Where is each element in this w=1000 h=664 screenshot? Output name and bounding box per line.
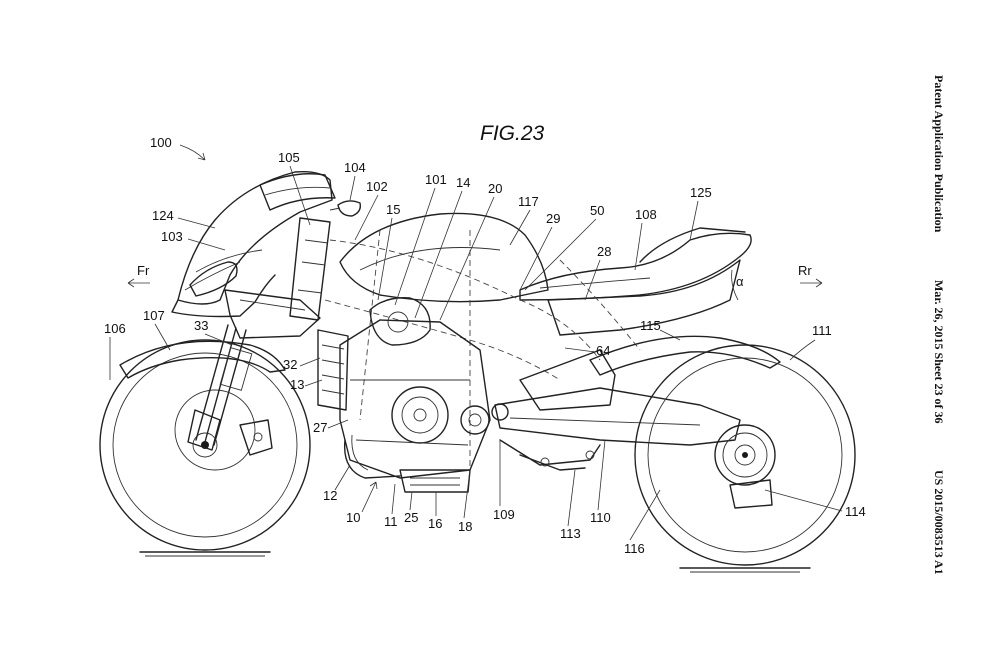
- swing-arm: [491, 349, 741, 446]
- main-frame: [324, 229, 641, 470]
- front-fairing: [171, 170, 336, 339]
- ref-20: 20: [488, 181, 502, 196]
- ref-101: 101: [425, 172, 447, 187]
- ref-104: 104: [344, 160, 366, 175]
- ref-16: 16: [428, 516, 442, 531]
- rear-wheel: [634, 344, 856, 573]
- rear-hugger: [589, 335, 781, 376]
- figure-title: FIG.23: [480, 122, 545, 145]
- ref-105: 105: [278, 150, 300, 165]
- ref-116: 116: [624, 541, 645, 556]
- ref-32: 32: [283, 357, 297, 372]
- radiator: [317, 329, 349, 411]
- front-fender: [119, 340, 286, 379]
- ref-125: 125: [690, 185, 712, 200]
- ref-103: 103: [161, 229, 183, 244]
- ref-109: 109: [493, 507, 515, 522]
- angle-alpha: α: [736, 274, 744, 289]
- fuel-tank: [339, 212, 549, 303]
- ref-12: 12: [323, 488, 337, 503]
- front-brake: [174, 389, 273, 471]
- steering-head: [289, 217, 331, 321]
- ref-106: 106: [104, 321, 126, 336]
- ref-18: 18: [458, 519, 472, 534]
- ref-27: 27: [313, 420, 327, 435]
- svg-text:Fr: Fr: [137, 263, 150, 278]
- ref-13: 13: [290, 377, 304, 392]
- direction-front: Fr: [127, 263, 150, 288]
- header-number: US 2015/0083513 A1: [932, 470, 946, 575]
- patent-header: Patent Application Publication Mar. 26, …: [932, 75, 946, 575]
- ref-10: 10: [346, 510, 360, 525]
- ref-117: 117: [518, 194, 539, 209]
- ref-107: 107: [143, 308, 165, 323]
- mirror: [329, 200, 362, 217]
- ref-28: 28: [597, 244, 611, 259]
- ref-108: 108: [635, 207, 657, 222]
- ref-64: 64: [596, 343, 610, 358]
- ref-124: 124: [152, 208, 174, 223]
- svg-text:Rr: Rr: [798, 263, 812, 278]
- ref-25: 25: [404, 510, 418, 525]
- ref-100: 100: [150, 135, 172, 150]
- direction-rear: Rr: [798, 263, 823, 288]
- ref-102: 102: [366, 179, 388, 194]
- ref-114: 114: [845, 504, 866, 519]
- tail-cowl: [547, 259, 741, 336]
- rear-linkage: [499, 439, 601, 471]
- ref-110: 110: [590, 510, 611, 525]
- ref-11: 11: [384, 514, 398, 529]
- ref-14: 14: [456, 175, 470, 190]
- ref-29: 29: [546, 211, 560, 226]
- ref-33: 33: [194, 318, 208, 333]
- ref-15: 15: [386, 202, 400, 217]
- header-date-sheet: Mar. 26, 2015 Sheet 23 of 36: [932, 280, 946, 424]
- engine: [339, 297, 491, 493]
- front-fork: [187, 324, 253, 451]
- ref-111: 111: [812, 323, 832, 338]
- reference-numerals: 100 105 104 102 101 14 20 117 29 50 108 …: [104, 135, 866, 556]
- ref-115: 115: [640, 318, 661, 333]
- header-publication: Patent Application Publication: [932, 75, 946, 233]
- ref-50: 50: [590, 203, 604, 218]
- ref-113: 113: [560, 526, 581, 541]
